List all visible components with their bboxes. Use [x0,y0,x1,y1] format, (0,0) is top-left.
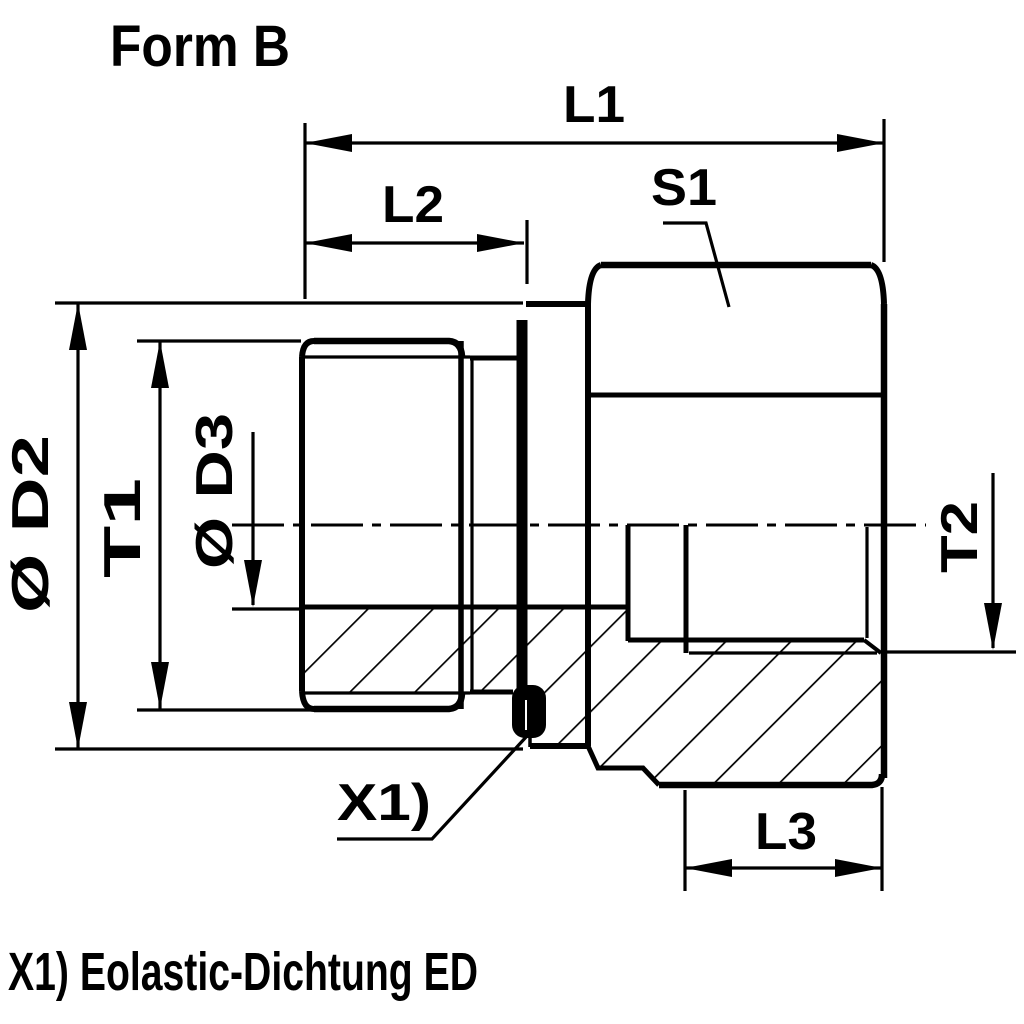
dimension-label-t2: T2 [931,501,989,573]
arrowhead [477,234,524,252]
dimension-l3: L3 [683,787,884,891]
page-title: Form B [110,14,290,79]
arrowhead [305,134,352,152]
dimension-l2: L2 [305,176,529,284]
callout-label-x1: X1) [337,774,431,832]
dimension-d3: Ø D3 [186,413,301,611]
dimension-t1: T1 [94,339,317,712]
dimension-t2: T2 [885,473,1016,654]
dimension-label-l1: L1 [563,76,625,134]
dimension-label-l3: L3 [755,803,817,861]
callout-s1: S1 [651,159,731,308]
arrowhead [69,303,87,350]
dimension-label-d3: Ø D3 [186,413,244,569]
arrowhead [685,859,732,877]
seal-section-blob [512,685,546,738]
dimension-label-d2: Ø D2 [2,435,60,613]
hex-body [585,261,888,789]
arrowhead [835,859,882,877]
callout-x1: X1) [337,734,529,841]
seal-footnote: X1) Eolastic-Dichtung ED [8,942,478,1002]
arrowhead [69,702,87,749]
eolastic-seal [512,320,546,747]
dimension-label-t1: T1 [94,478,152,578]
seal-flange [526,301,591,749]
arrowhead [244,560,262,607]
arrowhead [151,662,169,709]
arrowhead [837,134,884,152]
dimension-d2: Ø D2 [2,301,523,751]
female-thread-port [302,525,883,655]
dimension-l1: L1 [303,76,886,299]
arrowhead [984,603,1002,650]
arrowhead [151,341,169,388]
arrowhead [305,234,352,252]
callout-label-s1: S1 [651,159,717,217]
dimension-label-l2: L2 [382,176,444,234]
